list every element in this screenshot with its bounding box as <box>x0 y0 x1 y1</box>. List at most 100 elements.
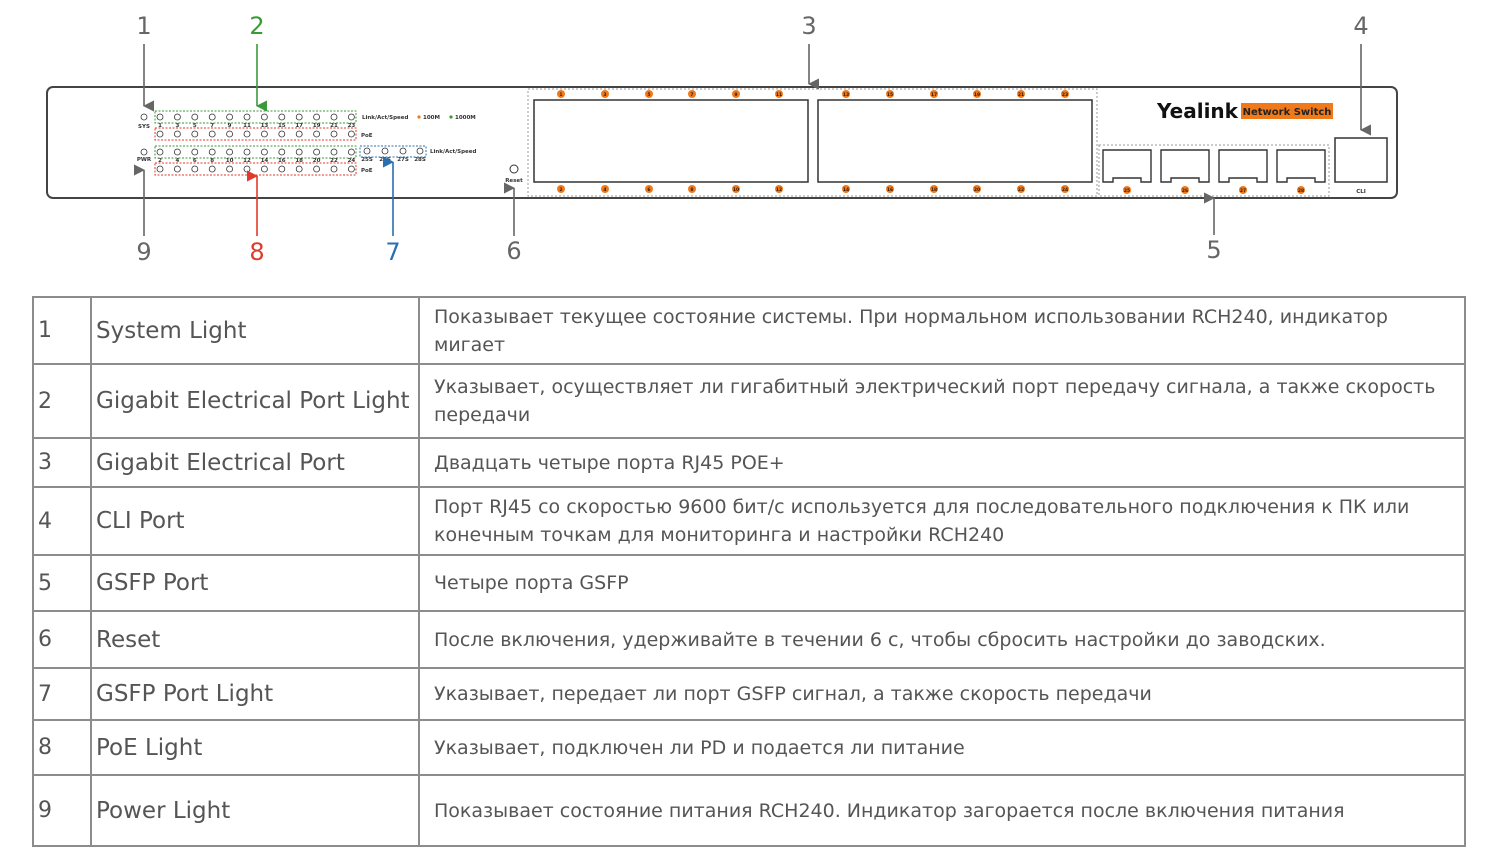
legend-name: PoE Light <box>90 719 420 776</box>
speed-100-dot <box>417 115 421 119</box>
cli-port <box>1334 137 1388 183</box>
port-number-badge <box>557 185 565 193</box>
brand-badge <box>1241 103 1333 119</box>
port-number: 12 <box>776 187 782 193</box>
led-number-label: 3 <box>175 123 179 129</box>
port-number: 6 <box>647 187 650 193</box>
port-number: 7 <box>690 92 693 98</box>
led-number-label: 6 <box>193 158 197 164</box>
legend-number: 4 <box>32 486 92 556</box>
link-led-row-bottom-led <box>243 148 251 156</box>
legend-number: 8 <box>32 719 92 776</box>
poe-led-row-bottom-led <box>156 165 164 173</box>
link-led-row-bottom-led <box>173 148 181 156</box>
port-number: 21 <box>1018 92 1024 98</box>
led-number-label: 24 <box>348 158 356 164</box>
legend-name: Reset <box>90 610 420 669</box>
poe-led-row-bottom-led <box>313 165 321 173</box>
link-led-row-top-led <box>208 113 216 121</box>
legend-description: После включения, удерживайте в течении 6… <box>418 610 1466 669</box>
legend-description: Указывает, осуществляет ли гигабитный эл… <box>418 363 1466 439</box>
port-number-badge <box>842 185 850 193</box>
legend-description: Четыре порта GSFP <box>418 554 1466 612</box>
led-number-label: 2 <box>158 158 162 164</box>
rj45-port-group-right <box>817 99 1093 183</box>
brand-logo-text: Yealink <box>1156 99 1239 123</box>
link-led-row-bottom-led <box>208 148 216 156</box>
gsfp-led <box>381 147 389 155</box>
link-led-row-top-led <box>191 113 199 121</box>
sfp-number: 27 <box>1240 188 1246 194</box>
gsfp-led-number: 26S <box>379 157 391 163</box>
legend-number: 7 <box>32 667 92 721</box>
gsfp-led <box>363 147 371 155</box>
port-number-badge <box>688 90 696 98</box>
port-number-badge <box>601 185 609 193</box>
link-led-row-bottom-led <box>191 148 199 156</box>
led-number-label: 18 <box>295 158 303 164</box>
link-led-row-bottom-led <box>226 148 234 156</box>
link-led-row-bottom-led <box>313 148 321 156</box>
port-number-badge <box>601 90 609 98</box>
gsfp-led-number: 27S <box>397 157 409 163</box>
led-number-label: 14 <box>261 158 269 164</box>
link-act-speed-label: Link/Act/Speed <box>362 115 408 121</box>
led-number-label: 20 <box>313 158 321 164</box>
port-number-badge <box>1017 185 1025 193</box>
legend-number: 5 <box>32 554 92 612</box>
poe-led-row-top-led <box>173 130 181 138</box>
port-number-badge <box>930 185 938 193</box>
link-led-row-top-led <box>330 113 338 121</box>
port-number: 22 <box>1018 187 1024 193</box>
led-number-label: 10 <box>226 158 234 164</box>
cli-label: CLI <box>1356 189 1366 195</box>
led-number-label: 7 <box>210 123 214 129</box>
reset-button[interactable] <box>509 164 519 174</box>
poe-led-row-bottom-led <box>330 165 338 173</box>
led-number-label: 23 <box>348 123 356 129</box>
legend-number: 9 <box>32 774 92 847</box>
callout-number-3: 3 <box>801 12 816 40</box>
port-number-badge <box>732 90 740 98</box>
port-number: 1 <box>559 92 562 98</box>
link-led-row-bottom-led <box>278 148 286 156</box>
poe-led-row-top-led <box>313 130 321 138</box>
legend-description: Порт RJ45 со скоростью 9600 бит/с исполь… <box>418 486 1466 556</box>
legend-description: Двадцать четыре порта RJ45 POE+ <box>418 437 1466 488</box>
port-number: 23 <box>1062 92 1068 98</box>
poe-led-row-bottom-led <box>260 165 268 173</box>
legend-description: Показывает состояние питания RCH240. Инд… <box>418 774 1466 847</box>
poe-label-top: PoE <box>361 133 373 139</box>
port-number-badge <box>775 90 783 98</box>
link-led-row-bottom-led <box>260 148 268 156</box>
poe-led-row-bottom-led <box>278 165 286 173</box>
link-led-row-bottom-led <box>347 148 355 156</box>
rj45-port-group-left <box>533 99 809 183</box>
legend-description: Указывает, подключен ли PD и подается ли… <box>418 719 1466 776</box>
link-led-row-bottom-led <box>156 148 164 156</box>
speed-1000-label: 1000M <box>455 115 476 121</box>
port-number-badge <box>1017 90 1025 98</box>
poe-led-row-bottom-led <box>226 165 234 173</box>
led-number-label: 4 <box>175 158 179 164</box>
port-number-badge <box>775 185 783 193</box>
link-led-row-top-led <box>260 113 268 121</box>
led-number-label: 19 <box>313 123 321 129</box>
poe-led-row-top-led <box>260 130 268 138</box>
link-led-row-top-led <box>243 113 251 121</box>
callout-number-8: 8 <box>249 238 264 266</box>
port-number-badge <box>732 185 740 193</box>
port-number: 20 <box>974 187 980 193</box>
port-number-badge <box>645 185 653 193</box>
link-led-row-top-led <box>173 113 181 121</box>
poe-led-row-bottom-led <box>208 165 216 173</box>
gsfp-led-number: 28S <box>414 157 426 163</box>
